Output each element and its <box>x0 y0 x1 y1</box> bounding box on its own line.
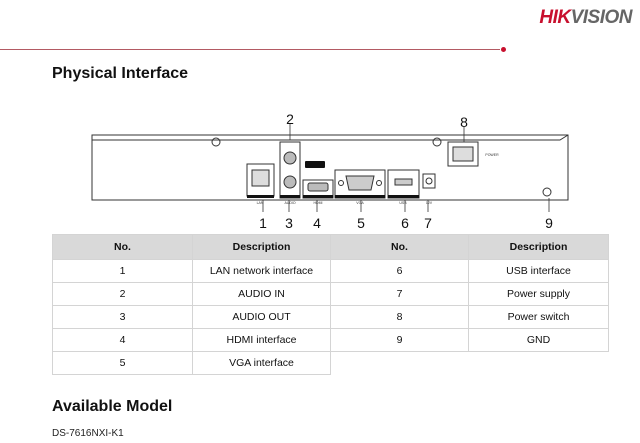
cell: AUDIO OUT <box>192 305 331 329</box>
cell: 4 <box>52 328 193 352</box>
callout-1: 1 <box>259 215 267 231</box>
cell: HDMI interface <box>192 328 331 352</box>
port-label-12v: 12V <box>426 201 433 205</box>
hikvision-logo: HIKVISION <box>539 7 632 29</box>
audio-out-jack <box>283 175 297 189</box>
callout-4: 4 <box>313 215 321 231</box>
port-label-usb: USB <box>399 201 407 205</box>
cell: 2 <box>52 282 193 306</box>
divider-dot <box>501 47 506 52</box>
cell: GND <box>468 328 609 352</box>
logo-part: HIK <box>539 7 571 28</box>
cell: AUDIO IN <box>192 282 331 306</box>
callout-6: 6 <box>401 215 409 231</box>
hdmi-port <box>307 182 329 192</box>
empty-cell <box>331 352 469 375</box>
cell: 6 <box>330 259 469 283</box>
cell: 9 <box>330 328 469 352</box>
port-label-lan: LAN <box>257 201 264 205</box>
hdmi-logo <box>305 161 325 168</box>
cell: LAN network interface <box>192 259 331 283</box>
audio-block <box>279 141 301 199</box>
empty-cell <box>469 352 609 375</box>
cell: 8 <box>330 305 469 329</box>
device-body <box>91 134 569 201</box>
header-description: Description <box>192 234 331 260</box>
port-label-vga: VGA <box>356 201 364 205</box>
section-title-available-model: Available Model <box>52 398 173 415</box>
port-label-hdmi: HDMI <box>314 201 323 205</box>
vga-port <box>345 175 375 191</box>
callout-3: 3 <box>285 215 293 231</box>
callout-2: 2 <box>286 111 294 127</box>
cell: 3 <box>52 305 193 329</box>
power-in-jack <box>422 173 436 189</box>
cell: Power switch <box>468 305 609 329</box>
cell: VGA interface <box>192 351 331 375</box>
gnd-screw <box>542 187 552 197</box>
header-divider <box>0 49 500 50</box>
table-header: No. Description No. Description <box>52 234 609 260</box>
cell: 1 <box>52 259 193 283</box>
callout-9: 9 <box>545 215 553 231</box>
port-label-audio: AUDIO <box>284 201 295 205</box>
header-no: No. <box>52 234 193 260</box>
header-no: No. <box>330 234 469 260</box>
callout-7: 7 <box>424 215 432 231</box>
header-description: Description <box>468 234 609 260</box>
callout-5: 5 <box>357 215 365 231</box>
model-number: DS-7616NXI-K1 <box>52 428 124 439</box>
cell: 5 <box>52 351 193 375</box>
rear-panel-diagram: LAN AUDIO HDMI VGA USB 12V POWER 1 2 3 4… <box>91 111 569 231</box>
cell: Power supply <box>468 282 609 306</box>
cell: 7 <box>330 282 469 306</box>
audio-in-jack <box>283 151 297 165</box>
section-title-physical-interface: Physical Interface <box>52 65 189 82</box>
power-switch <box>452 146 474 162</box>
cell: USB interface <box>468 259 609 283</box>
port-label-power: POWER <box>485 153 499 157</box>
logo-part: VISION <box>570 7 633 28</box>
callout-8: 8 <box>460 114 468 130</box>
usb-port <box>394 178 413 186</box>
